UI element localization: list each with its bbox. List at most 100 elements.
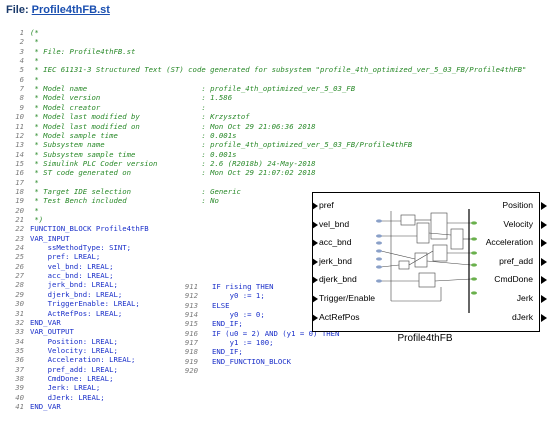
input-port-arrow[interactable] bbox=[312, 313, 318, 322]
line-number: 23 bbox=[15, 233, 24, 243]
code-line: * Model creator : bbox=[30, 102, 206, 112]
output-port-label: dJerk bbox=[511, 311, 533, 322]
file-link[interactable]: Profile4thFB.st bbox=[31, 4, 110, 16]
output-port-label: CmdDone bbox=[494, 274, 533, 285]
code-line: * ST code generated on : Mon Oct 29 21:0… bbox=[30, 168, 316, 178]
line-number: 30 bbox=[15, 299, 24, 309]
inner-block bbox=[418, 272, 436, 288]
line-number: 28 bbox=[15, 280, 24, 290]
inner-block bbox=[400, 214, 416, 226]
input-port-label: Trigger/Enable bbox=[319, 293, 376, 303]
line-number: 5 bbox=[19, 65, 24, 75]
line-number: 29 bbox=[15, 289, 24, 299]
line-number: 40 bbox=[15, 392, 24, 402]
line-number: 37 bbox=[15, 364, 24, 374]
file-header: File: Profile4thFB.st bbox=[6, 4, 110, 16]
output-port-label: pref_add bbox=[499, 255, 533, 266]
line-number: 11 bbox=[15, 121, 24, 131]
code-line: * bbox=[30, 56, 39, 66]
code-line: pref: LREAL; bbox=[30, 252, 101, 262]
code-line: IF (u0 = 2) AND (y1 = 0) THEN bbox=[212, 328, 340, 338]
output-port-arrow[interactable] bbox=[541, 313, 547, 322]
line-number: 20 bbox=[15, 205, 24, 215]
line-number: 35 bbox=[15, 345, 24, 355]
block-internal-diagram bbox=[376, 209, 477, 313]
input-port-arrow[interactable] bbox=[312, 295, 318, 303]
line-number: 911 bbox=[184, 282, 198, 291]
code-line: END_VAR bbox=[30, 317, 61, 327]
code-line: * File: Profile4thFB.st bbox=[30, 46, 136, 56]
line-number: 913 bbox=[184, 300, 198, 310]
code-line: dJerk: LREAL; bbox=[30, 392, 105, 402]
code-line: * Target IDE selection : Generic bbox=[30, 186, 241, 196]
code-line: *) bbox=[30, 215, 44, 224]
input-port-arrow[interactable] bbox=[312, 202, 318, 210]
code-line: pref_add: LREAL; bbox=[30, 364, 118, 374]
code-line: * IEC 61131-3 Structured Text (ST) code … bbox=[30, 65, 527, 75]
code-line: * Simulink PLC Coder version : 2.6 (R201… bbox=[30, 158, 316, 168]
line-number: 917 bbox=[184, 338, 198, 348]
line-number: 10 bbox=[15, 112, 24, 122]
code-line: Velocity: LREAL; bbox=[30, 345, 118, 355]
line-number: 41 bbox=[15, 402, 24, 411]
code-line: * Model last modified on : Mon Oct 29 21… bbox=[30, 121, 316, 131]
line-number: 914 bbox=[184, 310, 198, 320]
input-port-arrow[interactable] bbox=[312, 220, 318, 229]
line-number: 2 bbox=[19, 37, 24, 47]
input-port-label: acc_bnd bbox=[319, 237, 352, 248]
line-number: 38 bbox=[15, 373, 24, 383]
code-line: * Model version : 1.586 bbox=[30, 93, 233, 103]
output-port-arrow[interactable] bbox=[541, 257, 547, 266]
code-line: y0 := 0; bbox=[212, 310, 265, 320]
inner-block bbox=[416, 222, 430, 244]
code-line: * bbox=[30, 37, 39, 47]
code-line: ssMethodType: SINT; bbox=[30, 243, 132, 253]
line-number: 3 bbox=[19, 46, 24, 56]
code-line: END_IF; bbox=[212, 319, 243, 329]
output-port-arrow[interactable] bbox=[541, 220, 547, 229]
line-number: 919 bbox=[184, 356, 198, 366]
line-number: 27 bbox=[15, 271, 24, 281]
code-line: CmdDone: LREAL; bbox=[30, 373, 114, 383]
block-title: Profile4thFB bbox=[397, 333, 453, 344]
code-line: * Model last modified by : Krzysztof bbox=[30, 112, 250, 122]
output-port-arrow[interactable] bbox=[541, 276, 547, 285]
line-number: 25 bbox=[15, 252, 24, 262]
line-number: 1 bbox=[19, 28, 24, 37]
line-number: 920 bbox=[184, 366, 198, 376]
line-number: 7 bbox=[19, 84, 24, 94]
line-number: 18 bbox=[15, 186, 24, 196]
code-line: jerk_bnd: LREAL; bbox=[30, 280, 118, 290]
input-port-label: ActRefPos bbox=[319, 311, 360, 322]
code-line: y1 := 100; bbox=[212, 338, 274, 348]
code-line: * Model name : profile_4th_optimized_ver… bbox=[30, 84, 356, 94]
code-line: VAR_OUTPUT bbox=[30, 327, 74, 337]
code-line: VAR_INPUT bbox=[30, 233, 70, 243]
line-number: 15 bbox=[15, 158, 24, 168]
line-number: 34 bbox=[15, 336, 24, 346]
output-port-label: Position bbox=[502, 200, 533, 210]
input-port-label: jerk_bnd bbox=[319, 255, 352, 266]
input-port-label: pref bbox=[319, 200, 334, 210]
line-number: 21 bbox=[15, 215, 24, 224]
line-number: 12 bbox=[15, 130, 24, 140]
inner-block bbox=[398, 260, 410, 270]
code-line: FUNCTION_BLOCK Profile4thFB bbox=[30, 224, 149, 234]
line-number: 912 bbox=[184, 291, 198, 301]
input-port-arrow[interactable] bbox=[312, 257, 318, 266]
line-number: 9 bbox=[19, 102, 24, 112]
input-port-arrow[interactable] bbox=[312, 276, 318, 285]
code-line: * Subsystem sample time : 0.001s bbox=[30, 149, 237, 159]
input-port-arrow[interactable] bbox=[312, 239, 318, 248]
output-port-arrow[interactable] bbox=[541, 239, 547, 248]
code-line: END_IF; bbox=[212, 347, 243, 357]
output-port-arrow[interactable] bbox=[541, 295, 547, 303]
line-number: 31 bbox=[15, 308, 24, 318]
inner-block bbox=[450, 228, 464, 250]
output-port-arrow[interactable] bbox=[541, 202, 547, 210]
code-line: Jerk: LREAL; bbox=[30, 383, 101, 393]
line-number: 26 bbox=[15, 261, 24, 271]
line-number: 918 bbox=[184, 347, 198, 357]
code-line: Position: LREAL; bbox=[30, 336, 118, 346]
